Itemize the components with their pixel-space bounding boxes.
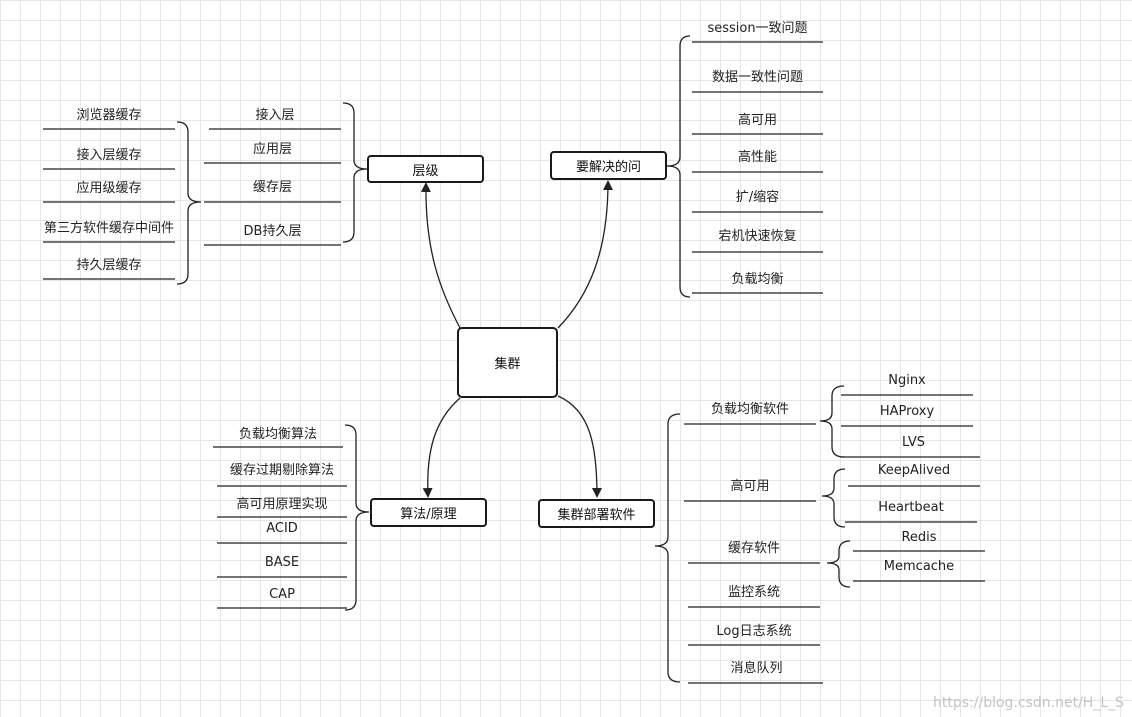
problem-item[interactable]: 数据一致性问题 bbox=[711, 70, 803, 85]
algorithm-item[interactable]: 负载均衡算法 bbox=[238, 427, 317, 442]
software-item[interactable]: 高可用 bbox=[730, 479, 770, 494]
node-problems[interactable]: 要解决的问 bbox=[550, 151, 667, 180]
algorithm-item[interactable]: BASE bbox=[264, 555, 300, 570]
layer-item[interactable]: 接入层 bbox=[255, 108, 295, 123]
lb-software-item[interactable]: HAProxy bbox=[879, 404, 935, 419]
problem-item[interactable]: 扩/缩容 bbox=[735, 190, 780, 205]
problem-item[interactable]: 高性能 bbox=[737, 150, 777, 165]
algorithm-item[interactable]: ACID bbox=[266, 521, 298, 536]
algorithm-item[interactable]: 高可用原理实现 bbox=[236, 497, 328, 512]
node-layers[interactable]: 层级 bbox=[367, 155, 484, 183]
problem-item[interactable]: 高可用 bbox=[737, 113, 777, 128]
cache-software-item[interactable]: Memcache bbox=[883, 559, 955, 574]
algorithm-item[interactable]: CAP bbox=[269, 587, 295, 602]
cache-layer-item[interactable]: 浏览器缓存 bbox=[76, 108, 142, 123]
cache-layer-item[interactable]: 接入层缓存 bbox=[76, 148, 142, 163]
problem-item[interactable]: 宕机快速恢复 bbox=[718, 229, 797, 244]
ha-software-item[interactable]: KeepAlived bbox=[877, 463, 951, 478]
layer-item[interactable]: 应用层 bbox=[252, 142, 292, 157]
layer-item[interactable]: 缓存层 bbox=[252, 180, 292, 195]
problem-item[interactable]: 负载均衡 bbox=[731, 272, 784, 287]
algorithm-item[interactable]: 缓存过期剔除算法 bbox=[229, 463, 334, 478]
cache-layer-item[interactable]: 第三方软件缓存中间件 bbox=[43, 221, 174, 236]
cache-layer-item[interactable]: 应用级缓存 bbox=[76, 181, 142, 196]
watermark: https://blog.csdn.net/H_L_S bbox=[933, 695, 1124, 711]
node-algorithms[interactable]: 算法/原理 bbox=[370, 498, 487, 527]
lb-software-item[interactable]: Nginx bbox=[888, 373, 926, 388]
arrow-to-layers bbox=[420, 182, 461, 329]
arrow-to-problems bbox=[557, 180, 613, 329]
center-node[interactable]: 集群 bbox=[457, 327, 558, 398]
problem-item[interactable]: session一致问题 bbox=[707, 21, 808, 36]
node-software[interactable]: 集群部署软件 bbox=[538, 499, 655, 528]
software-item[interactable]: Log日志系统 bbox=[716, 624, 792, 639]
software-item[interactable]: 监控系统 bbox=[727, 585, 780, 600]
arrow-to-algorithms bbox=[422, 397, 461, 498]
software-item[interactable]: 负载均衡软件 bbox=[710, 402, 789, 417]
lb-software-item[interactable]: LVS bbox=[902, 435, 925, 450]
layer-item[interactable]: DB持久层 bbox=[243, 224, 302, 239]
software-item[interactable]: 消息队列 bbox=[730, 661, 783, 676]
software-item[interactable]: 缓存软件 bbox=[727, 541, 780, 556]
cache-software-item[interactable]: Redis bbox=[901, 530, 937, 545]
cache-layer-item[interactable]: 持久层缓存 bbox=[76, 258, 142, 273]
ha-software-item[interactable]: Heartbeat bbox=[878, 500, 944, 515]
arrow-to-software bbox=[557, 395, 602, 498]
